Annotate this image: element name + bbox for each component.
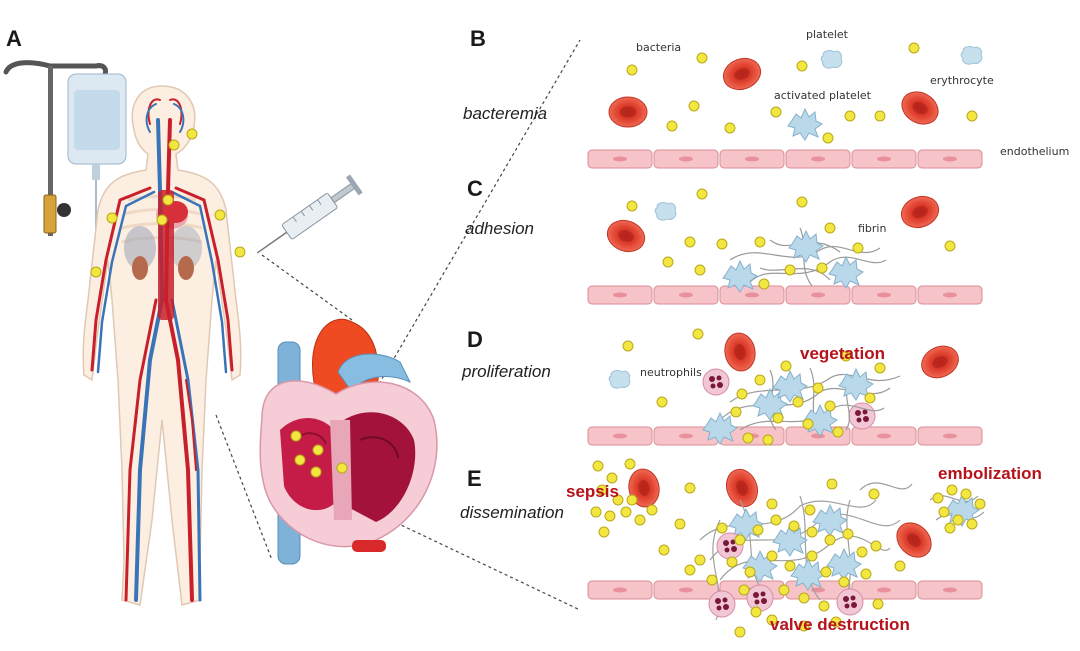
panel-c-cells [602, 188, 956, 293]
stage-label-dissemination: dissemination [460, 503, 564, 522]
panel-e-cells [590, 458, 986, 638]
panel-label-c: C [467, 176, 483, 201]
endothelium-layer-c [587, 285, 983, 305]
panel-label-e: E [467, 466, 482, 491]
callout-sepsis: sepsis [566, 482, 619, 501]
embolization-cluster [929, 484, 986, 534]
iv-drip-icon [3, 60, 127, 236]
label-neutrophils: neutrophils [640, 366, 702, 379]
syringe-icon [256, 174, 363, 254]
heart-icon [259, 318, 438, 565]
label-bacteria: bacteria [636, 41, 682, 54]
human-body-icon [82, 85, 246, 606]
stage-label-adhesion: adhesion [465, 219, 535, 238]
stage-label-proliferation: proliferation [462, 362, 551, 381]
endothelium-layer-b [587, 149, 983, 169]
label-erythrocyte: erythrocyte [930, 74, 994, 87]
callout-vegetation: vegetation [800, 344, 886, 363]
endothelium-layer-d [587, 426, 983, 446]
stage-label-bacteremia: bacteremia [463, 104, 548, 123]
panel-label-b: B [470, 26, 486, 51]
callout-embolization: embolization [938, 464, 1042, 483]
panel-label-d: D [467, 327, 483, 352]
label-fibrin: fibrin [858, 222, 887, 235]
panel-d-cells [608, 328, 965, 446]
callout-valve-destruction: valve destruction [770, 615, 910, 634]
label-endothelium: endothelium [1000, 145, 1070, 158]
label-platelet: platelet [806, 28, 848, 41]
label-activated-platelet: activated platelet [774, 89, 871, 102]
panel-label-a: A [6, 26, 22, 51]
